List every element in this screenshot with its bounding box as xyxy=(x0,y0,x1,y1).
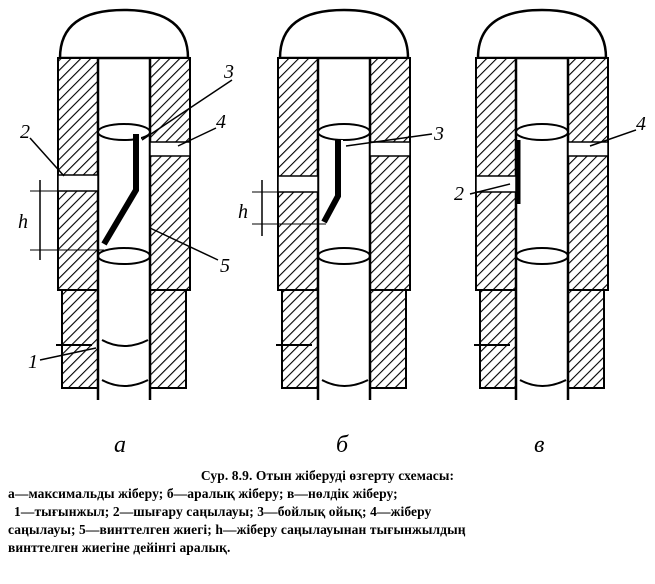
caption-line-2: 1—тығынжыл; 2—шығару саңылауы; 3—бойлық … xyxy=(14,504,432,519)
label-h: h xyxy=(238,201,248,223)
panel-b: 3 h б xyxy=(238,8,444,458)
label-2: 2 xyxy=(20,121,30,143)
label-4: 4 xyxy=(636,113,646,135)
panel-letter-a: а xyxy=(114,432,126,458)
panel-c: 2 4 в xyxy=(454,8,646,458)
caption-title: Сур. 8.9. Отын жіберуді өзгерту схемасы: xyxy=(200,468,455,483)
label-3: 3 xyxy=(223,61,234,83)
label-h: h xyxy=(18,211,28,233)
caption-line-4: винттелген жиегіне дейінгі аралық. xyxy=(8,540,231,555)
label-4: 4 xyxy=(216,111,226,133)
panel-a: 2 3 4 5 1 h а xyxy=(18,8,234,458)
label-2: 2 xyxy=(454,183,464,205)
caption-line-3: саңылауы; 5—винттелген жиегі; h—жіберу с… xyxy=(8,522,466,537)
fuel-pump-plunger-diagram: 2 3 4 5 1 h а 3 h б xyxy=(18,8,646,458)
panel-letter-c: в xyxy=(534,432,544,458)
label-3: 3 xyxy=(433,123,444,145)
panel-letter-b: б xyxy=(336,432,349,458)
label-5: 5 xyxy=(220,255,230,277)
caption-line-1: а—максимальды жіберу; б—аралық жіберу; в… xyxy=(8,486,398,501)
label-1: 1 xyxy=(28,351,38,373)
